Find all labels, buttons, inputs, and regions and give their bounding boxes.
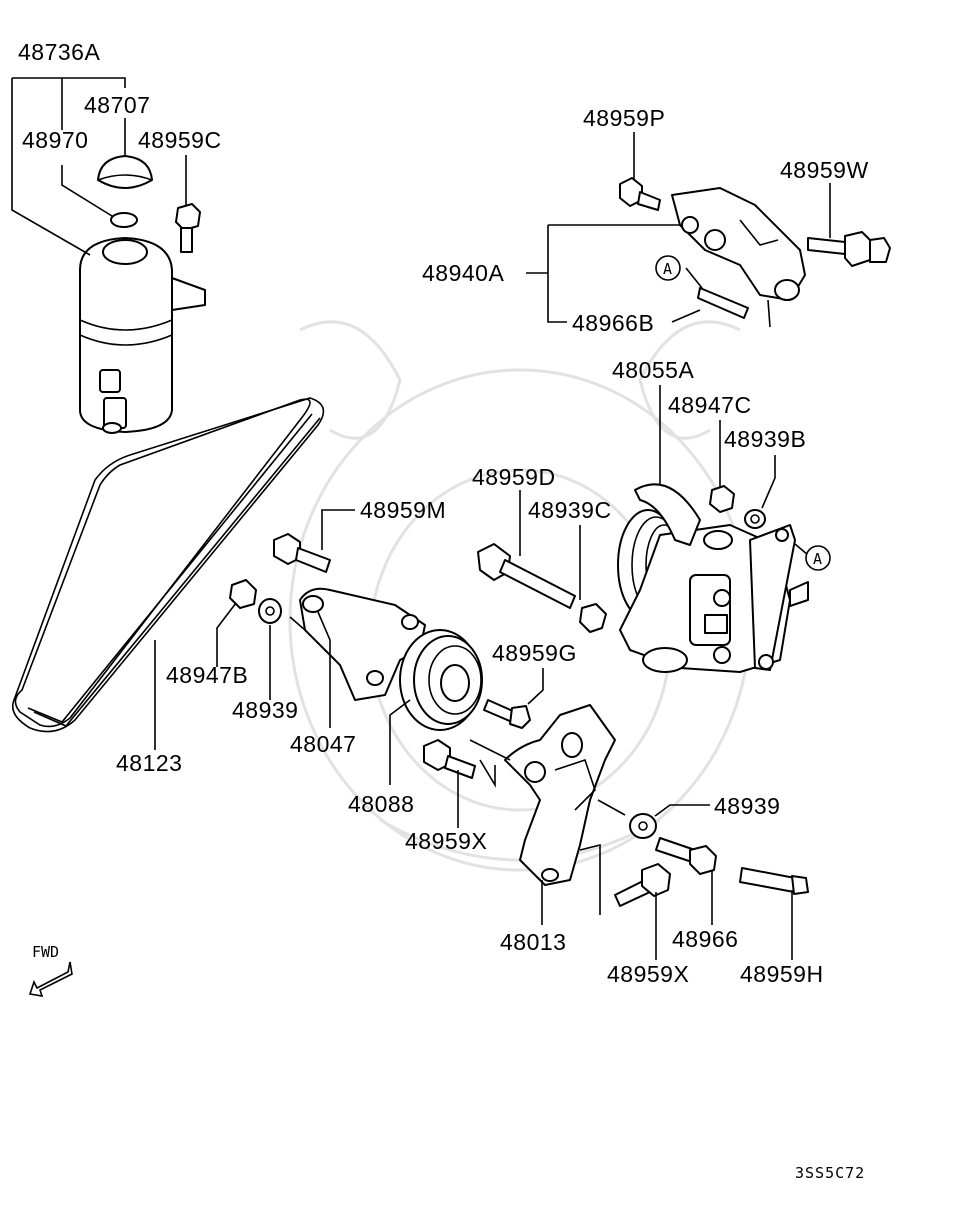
part-label: 48947B — [166, 662, 248, 688]
part-label: 48959M — [360, 497, 446, 523]
part-label: 48959P — [583, 105, 665, 131]
bracket-48940a-drawing — [671, 187, 806, 301]
part-label: 48959H — [740, 961, 824, 987]
stud-48959h-drawing — [739, 867, 809, 895]
diagram-code: 3SS5C72 — [795, 1164, 865, 1182]
idler-pulley-48088-drawing — [399, 629, 483, 731]
part-label: 48088 — [348, 791, 414, 817]
washer-48939-right-drawing — [629, 813, 657, 839]
part-label: 48939B — [724, 426, 806, 452]
direction-label: FWD — [32, 943, 59, 961]
part-label: 48055A — [612, 357, 694, 383]
part-label: 48959X — [405, 828, 487, 854]
part-label: 48707 — [84, 92, 150, 118]
part-label: 48939 — [714, 793, 780, 819]
reservoir-cap-drawing — [97, 155, 153, 189]
part-label: 48966B — [572, 310, 654, 336]
part-label: 48940A — [422, 260, 504, 286]
part-label: 48970 — [22, 127, 88, 153]
part-label: 48959G — [492, 640, 577, 666]
drive-belt-48123-drawing — [11, 397, 325, 733]
washer-48939c-drawing — [579, 603, 607, 633]
reference-marker-a-pump: A — [805, 545, 831, 571]
part-label: 48123 — [116, 750, 182, 776]
bracket-48047-drawing — [299, 587, 426, 701]
bolt-48959c-drawing — [175, 203, 201, 253]
bolt-48959m-drawing — [273, 533, 331, 573]
part-label: 48959W — [780, 157, 869, 183]
part-label: 48939C — [528, 497, 612, 523]
bolt-48959w-drawing — [807, 231, 891, 267]
bolt-48959p-drawing — [619, 177, 661, 211]
part-label: 48047 — [290, 731, 356, 757]
part-label: 48013 — [500, 929, 566, 955]
nut-48947b-drawing — [229, 579, 257, 609]
washer-48939-left-drawing — [258, 598, 282, 624]
power-steering-pump-drawing — [617, 483, 809, 673]
bracket-48013-drawing — [504, 704, 616, 886]
bolt-48959x-left-drawing — [423, 739, 476, 779]
part-labels: 48736A 48707 48970 48959C 48959P 48959W … — [18, 39, 869, 987]
part-label: 48959X — [607, 961, 689, 987]
part-label: 48939 — [232, 697, 298, 723]
reference-marker-a-top: A — [655, 255, 681, 281]
svg-text:A: A — [813, 550, 823, 568]
bolt-48966-drawing — [655, 837, 717, 875]
part-label: 48959D — [472, 464, 556, 490]
bolt-48959d-drawing — [477, 543, 576, 609]
bolt-48959x-right-drawing — [614, 863, 671, 907]
reservoir-tank-drawing — [79, 237, 206, 434]
fwd-arrow-icon — [28, 961, 73, 998]
part-label: 48947C — [668, 392, 752, 418]
part-label: 48959C — [138, 127, 222, 153]
leader-lines — [11, 77, 831, 960]
nut-48947c-drawing — [709, 485, 735, 513]
svg-text:A: A — [663, 260, 673, 278]
bolt-48959g-drawing — [483, 699, 531, 729]
washer-48939b-drawing — [744, 509, 766, 529]
part-label: 48966 — [672, 926, 738, 952]
stud-48966b-drawing — [697, 287, 749, 319]
cap-gasket-drawing — [110, 212, 138, 228]
part-label: 48736A — [18, 39, 100, 65]
